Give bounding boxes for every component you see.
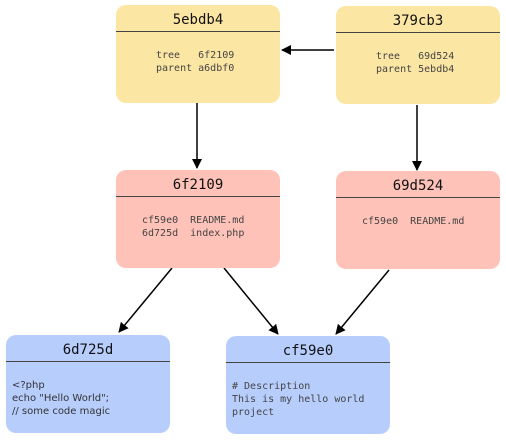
node-body: tree 69d524 parent 5ebdb4 (336, 33, 500, 76)
node-line: cf59e0 README.md (362, 216, 465, 227)
node-line: parent 5ebdb4 (376, 64, 455, 75)
node-line: 6d725d index.php (142, 228, 245, 239)
tree-node-6f2109: 6f2109 cf59e0 README.md 6d725d index.php (116, 170, 280, 268)
node-line: parent a6dbf0 (156, 63, 235, 74)
edge-6f2109-to-cf59e0 (223, 267, 279, 335)
commit-node-379cb3: 379cb3 tree 69d524 parent 5ebdb4 (336, 6, 500, 104)
node-body: <?php echo "Hello World"; // some code mag… (6, 362, 170, 418)
edge-6f2109-to-6d725d (118, 267, 173, 333)
node-line: project (232, 407, 275, 418)
node-title: 5ebdb4 (116, 9, 280, 32)
node-line: This is my hello world (232, 394, 365, 405)
node-line: cf59e0 README.md (142, 215, 245, 226)
node-line: tree 6f2109 (156, 50, 235, 61)
blob-node-6d725d: 6d725d <?php echo "Hello World"; // some c… (6, 335, 170, 433)
node-title: cf59e0 (226, 340, 390, 363)
edge-69d524-to-cf59e0 (335, 269, 390, 335)
node-line: tree 69d524 (376, 51, 455, 62)
node-title: 69d524 (336, 175, 500, 198)
node-title: 379cb3 (336, 10, 500, 33)
node-line: // some code magic (12, 406, 111, 417)
node-body: tree 6f2109 parent a6dbf0 (116, 32, 280, 75)
commit-node-5ebdb4: 5ebdb4 tree 6f2109 parent a6dbf0 (116, 5, 280, 103)
node-line: <?php (12, 380, 45, 391)
node-body: cf59e0 README.md 6d725d index.php (116, 197, 280, 240)
node-line: echo "Hello World"; (12, 393, 110, 404)
node-title: 6f2109 (116, 174, 280, 197)
node-title: 6d725d (6, 339, 170, 362)
node-line: # Description (232, 381, 311, 392)
node-body: cf59e0 README.md (336, 198, 500, 228)
tree-node-69d524: 69d524 cf59e0 README.md (336, 171, 500, 269)
